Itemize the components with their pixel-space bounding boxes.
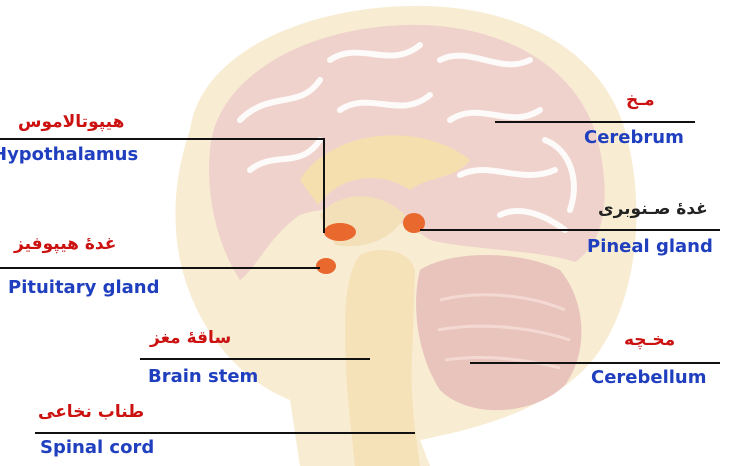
label-brain-stem-fa: ساقهٔ مغز xyxy=(150,328,232,348)
hypothalamus-blob xyxy=(324,223,356,241)
leader-line-pineal xyxy=(420,229,720,231)
leader-line-spinal-cord xyxy=(35,432,415,434)
label-spinal-cord-fa: طناب نخاعی xyxy=(38,402,145,422)
label-cerebrum-en: Cerebrum xyxy=(584,127,684,148)
leader-line-pituitary xyxy=(0,267,320,269)
corpus-callosum xyxy=(300,135,470,205)
label-brain-stem-en: Brain stem xyxy=(148,366,259,387)
pineal-blob xyxy=(403,213,425,233)
label-pineal-en: Pineal gland xyxy=(587,236,713,257)
label-hypothalamus-en: Hypothalamus xyxy=(0,144,139,165)
label-cerebellum-fa: مخـچه xyxy=(624,330,676,350)
brain-stem-shape xyxy=(345,250,420,466)
label-pituitary-fa: غدهٔ هیپوفیز xyxy=(14,234,117,254)
label-spinal-cord-en: Spinal cord xyxy=(40,437,155,458)
leader-line-brain-stem xyxy=(140,358,370,360)
leader-line-cerebellum xyxy=(470,362,720,364)
leader-line-hypothalamus-drop xyxy=(323,138,325,233)
pituitary-blob xyxy=(316,258,336,274)
cerebellum-shape xyxy=(416,255,582,411)
label-hypothalamus-fa: هیپوتالاموس xyxy=(18,112,125,132)
label-cerebrum-fa: مـخ xyxy=(626,90,655,110)
cerebellum-folds xyxy=(437,293,571,370)
label-cerebellum-en: Cerebellum xyxy=(591,367,707,388)
leader-line-hypothalamus xyxy=(0,138,324,140)
leader-line-cerebrum xyxy=(495,121,695,123)
label-pineal-fa: غدهٔ صـنوبری xyxy=(598,199,708,219)
label-pituitary-en: Pituitary gland xyxy=(8,277,160,298)
